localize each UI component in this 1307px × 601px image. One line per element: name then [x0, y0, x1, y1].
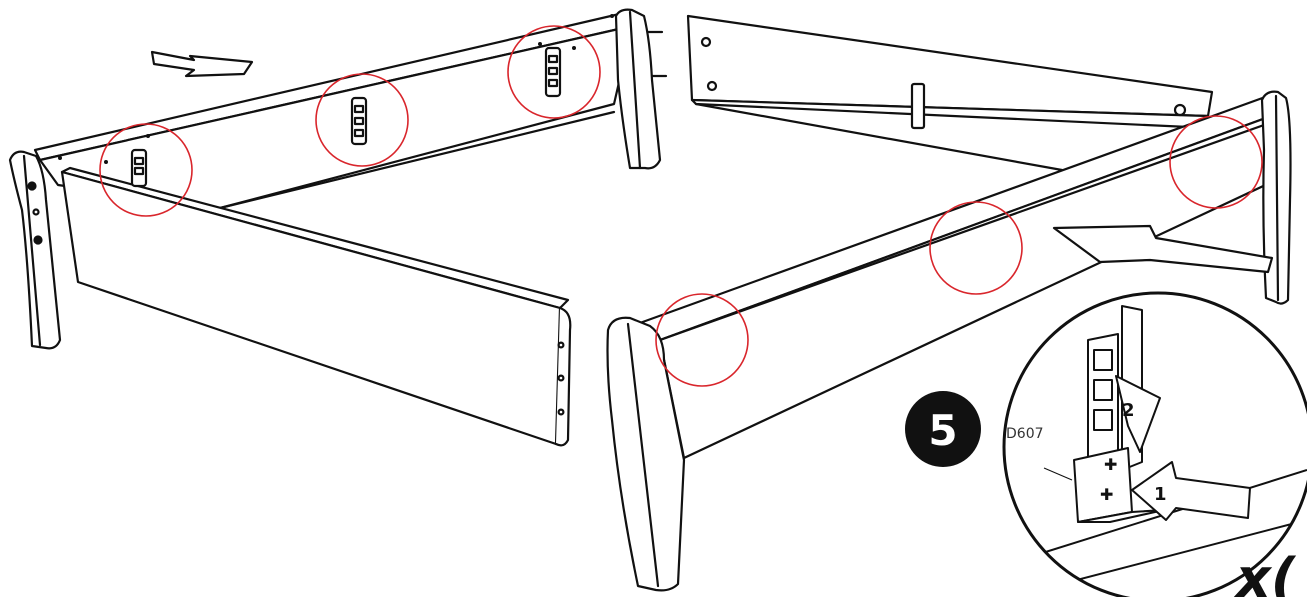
svg-text:✚: ✚ [1100, 485, 1113, 504]
bracket-1 [130, 148, 148, 188]
left-side-rail [60, 166, 572, 447]
highlight-circle-3 [507, 25, 601, 119]
bracket-2 [350, 96, 368, 146]
detail-callout: ✚ ✚ D607 1 2 [1002, 291, 1307, 601]
far-right-post [1260, 90, 1292, 305]
left-corner-post [8, 150, 62, 350]
front-corner-post [606, 316, 686, 592]
rear-rail [33, 10, 634, 210]
highlight-circle-2 [315, 73, 409, 167]
quantity-label: x( [1233, 547, 1297, 597]
part-code-label: D607 [1006, 426, 1044, 442]
svg-text:✚: ✚ [1104, 455, 1117, 474]
sequence-label-2: 2 [1122, 400, 1135, 421]
highlight-circle-6 [655, 293, 749, 387]
push-arrow-left [150, 50, 254, 78]
sequence-label-1: 1 [1154, 484, 1167, 505]
step-badge: 5 [905, 391, 981, 467]
rear-right-post [614, 8, 668, 170]
step-number: 5 [928, 406, 957, 455]
push-arrow-right [1052, 224, 1274, 274]
motion-arrow-1 [1131, 461, 1251, 521]
bracket-3 [544, 46, 562, 98]
highlight-circle-1 [99, 123, 193, 217]
highlight-circle-4 [1169, 115, 1263, 209]
highlight-circle-5 [929, 201, 1023, 295]
motion-arrow-2 [1115, 375, 1161, 453]
